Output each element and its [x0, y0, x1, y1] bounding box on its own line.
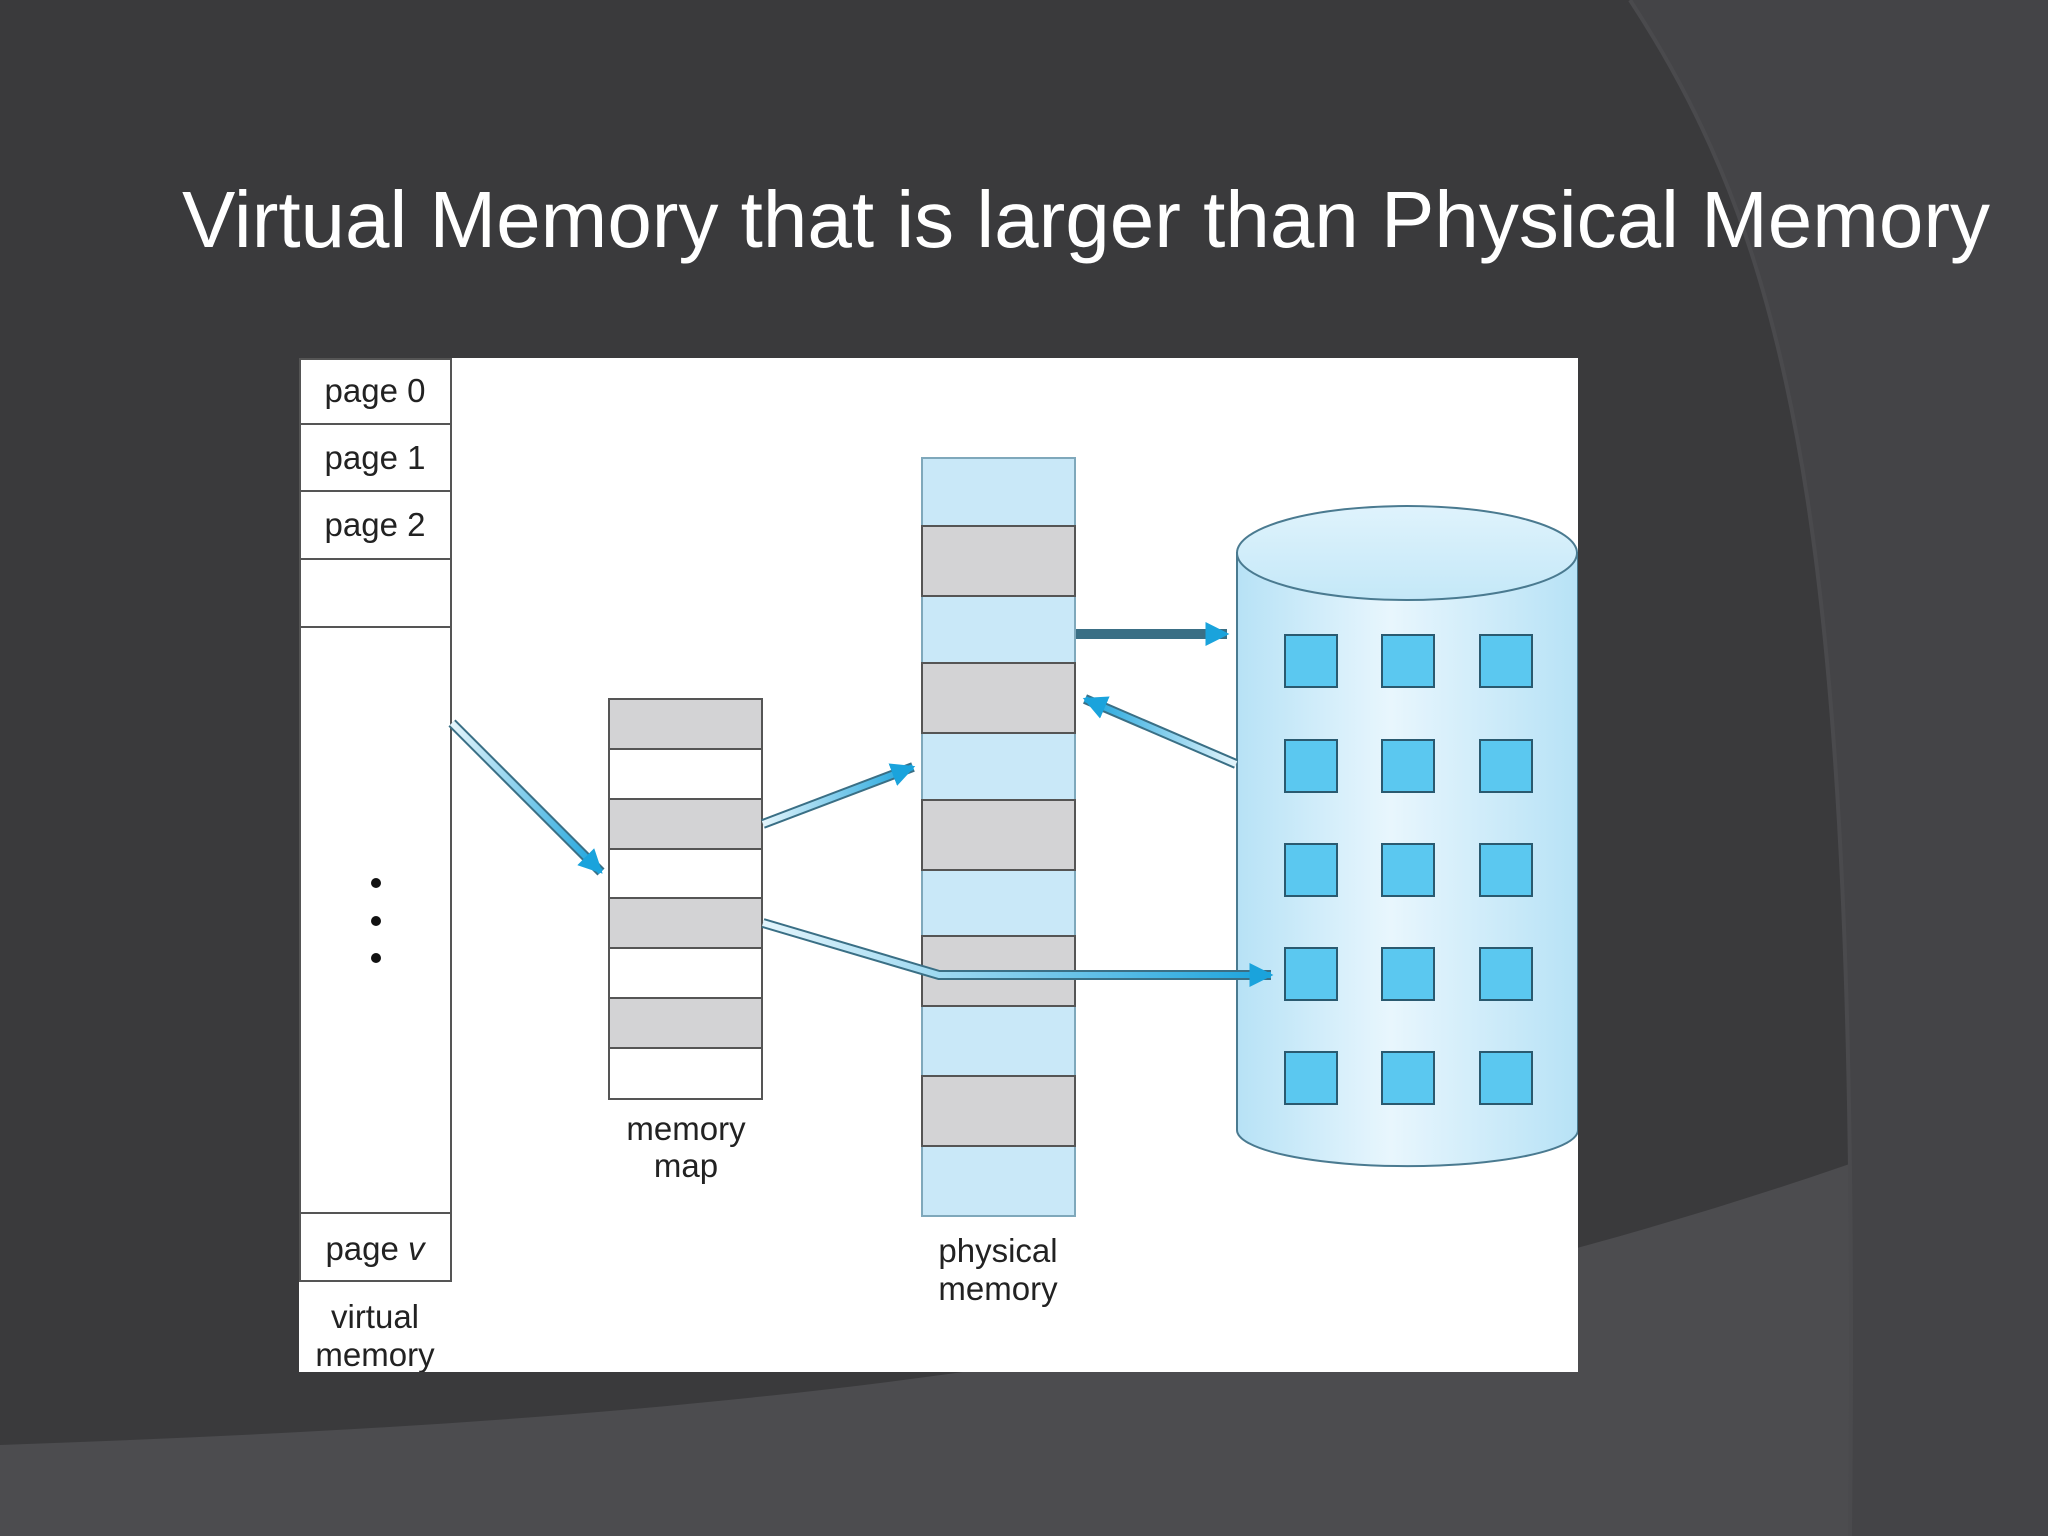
physical-frame-occupied [921, 662, 1076, 734]
memory-map-entry [608, 997, 763, 1049]
arrow-map-to-disk [761, 918, 1274, 987]
physical-frame-occupied [921, 799, 1076, 871]
memory-map-entry [608, 748, 763, 800]
slide-title: Virtual Memory that is larger than Physi… [182, 175, 1991, 264]
disk-block [1284, 1051, 1338, 1105]
disk-cylinder-icon [1236, 505, 1578, 1168]
memory-map-entry [608, 848, 763, 899]
disk-block [1381, 634, 1435, 688]
mapping-arrows [448, 622, 1274, 987]
physical-memory-caption: memory [938, 1270, 1058, 1307]
memory-map-column: memory map [608, 698, 763, 1184]
virtual-page-label: page 1 [325, 439, 426, 476]
disk-block [1479, 739, 1533, 793]
arrow-map-to-physical [761, 762, 916, 829]
memory-map-entry [608, 798, 763, 850]
virtual-page-label: page 0 [325, 372, 426, 409]
arrow-virtual-to-map [448, 719, 605, 876]
memory-map-caption: memory [626, 1110, 746, 1147]
virtual-page-label: page 2 [325, 506, 426, 543]
background-bottom-band [0, 1090, 2048, 1536]
disk-block [1381, 843, 1435, 897]
physical-memory-caption: physical [938, 1232, 1057, 1269]
disk-block [1381, 947, 1435, 1001]
disk-block [1284, 634, 1338, 688]
ellipsis-dot [371, 953, 381, 963]
virtual-page-v-label: page v [325, 1230, 427, 1267]
memory-map-entry [608, 947, 763, 999]
virtual-memory-diagram: page 0 page 1 page 2 page v virtual memo… [299, 358, 1578, 1372]
disk-block [1479, 634, 1533, 688]
physical-frame-occupied [921, 1075, 1076, 1147]
memory-map-entry [608, 698, 763, 750]
disk-blocks [1284, 634, 1533, 1105]
disk-block [1479, 1051, 1533, 1105]
ellipsis-dot [371, 878, 381, 888]
disk-block [1479, 843, 1533, 897]
background-right-arc [1630, 0, 2048, 1536]
physical-memory-column: physical memory [921, 457, 1076, 1307]
memory-map-entry [608, 1047, 763, 1100]
disk-block [1284, 739, 1338, 793]
disk-block [1479, 947, 1533, 1001]
virtual-memory-column: page 0 page 1 page 2 page v virtual memo… [299, 358, 452, 1372]
disk-block [1284, 947, 1338, 1001]
physical-frame-occupied [921, 525, 1076, 597]
disk-block [1284, 843, 1338, 897]
virtual-memory-caption: memory [315, 1336, 435, 1372]
memory-map-caption: map [654, 1147, 718, 1184]
disk-top [1236, 505, 1578, 601]
disk-block [1381, 739, 1435, 793]
ellipsis-dot [371, 916, 381, 926]
virtual-memory-caption: virtual [331, 1298, 419, 1335]
arrow-disk-to-physical [1082, 694, 1238, 769]
memory-map-entry [608, 897, 763, 949]
virtual-memory-outline [299, 358, 452, 1282]
diagram-canvas: page 0 page 1 page 2 page v virtual memo… [299, 358, 1578, 1372]
disk-block [1381, 1051, 1435, 1105]
